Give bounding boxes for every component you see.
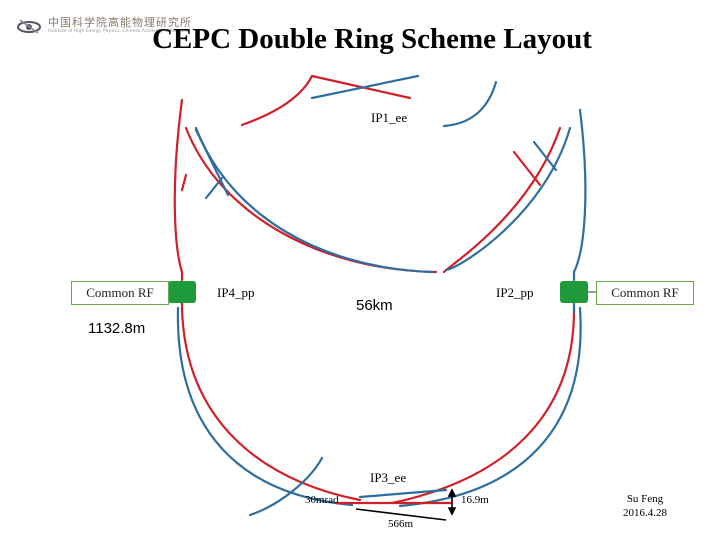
ring-stub-upper-left-blue [204,176,224,200]
institute-name-cn: 中国科学院高能物理研究所 [48,16,192,29]
author-date: 2016.4.28 [623,507,667,519]
circumference-label: 56km [356,297,393,314]
ring-stub-bottom-left-blue [248,456,324,517]
ip4-label: IP4_pp [217,285,255,300]
ring-arc-upper-left-blue [194,126,434,274]
author-name: Su Feng [626,493,664,505]
ring-stub-top-blue [310,74,420,100]
rf-station-right [560,281,588,303]
ring-stub-upper-left-red [180,173,188,192]
ring-stub-upper-mid-blue [194,128,230,197]
rf-label-right: Common RF [596,281,694,305]
ring-arc-upper-left-red [184,126,438,274]
ring-crossing-line-blue [358,488,448,499]
rf-label-left: Common RF [71,281,169,305]
rf-station-left [168,281,196,303]
ip1-label: IP1_ee [371,110,408,125]
crossing-angle-label: 30mrad [305,494,339,506]
rf-straight-length-label: 1132.8m [88,320,146,337]
ring-separation-label: 16.9m [461,494,489,506]
ring-arc-upper-right-red [442,126,562,274]
ip3-label: IP3_ee [370,470,407,485]
ring-arc-lower-left-blue [176,306,354,507]
ring-stub-upper-right-red [512,150,542,187]
author-credit: Su Feng 2016.4.28 [615,492,675,520]
institute-name-en: Institute of High Energy Physics, Chines… [48,29,190,34]
page-title: CEPC Double Ring Scheme Layout [152,23,592,55]
ring-arc-top-left-red [240,74,314,127]
ring-arc-upper-right-blue [444,126,572,272]
ring-arc-lower-left-red [180,306,362,502]
ring-stub-upper-right-blue [532,140,558,172]
segment-measure-566m [355,488,457,521]
ring-arc-outer-right-blue [572,108,587,274]
ihep-logo-icon [17,19,41,34]
ring-arc-top-right-blue [442,80,498,128]
ip2-label: IP2_pp [496,285,534,300]
ring-arc-outer-left-red [173,98,184,274]
ring-arc-lower-right-red [390,306,576,505]
segment-length-label: 566m [388,518,414,530]
ring-arc-lower-right-blue [398,306,582,508]
